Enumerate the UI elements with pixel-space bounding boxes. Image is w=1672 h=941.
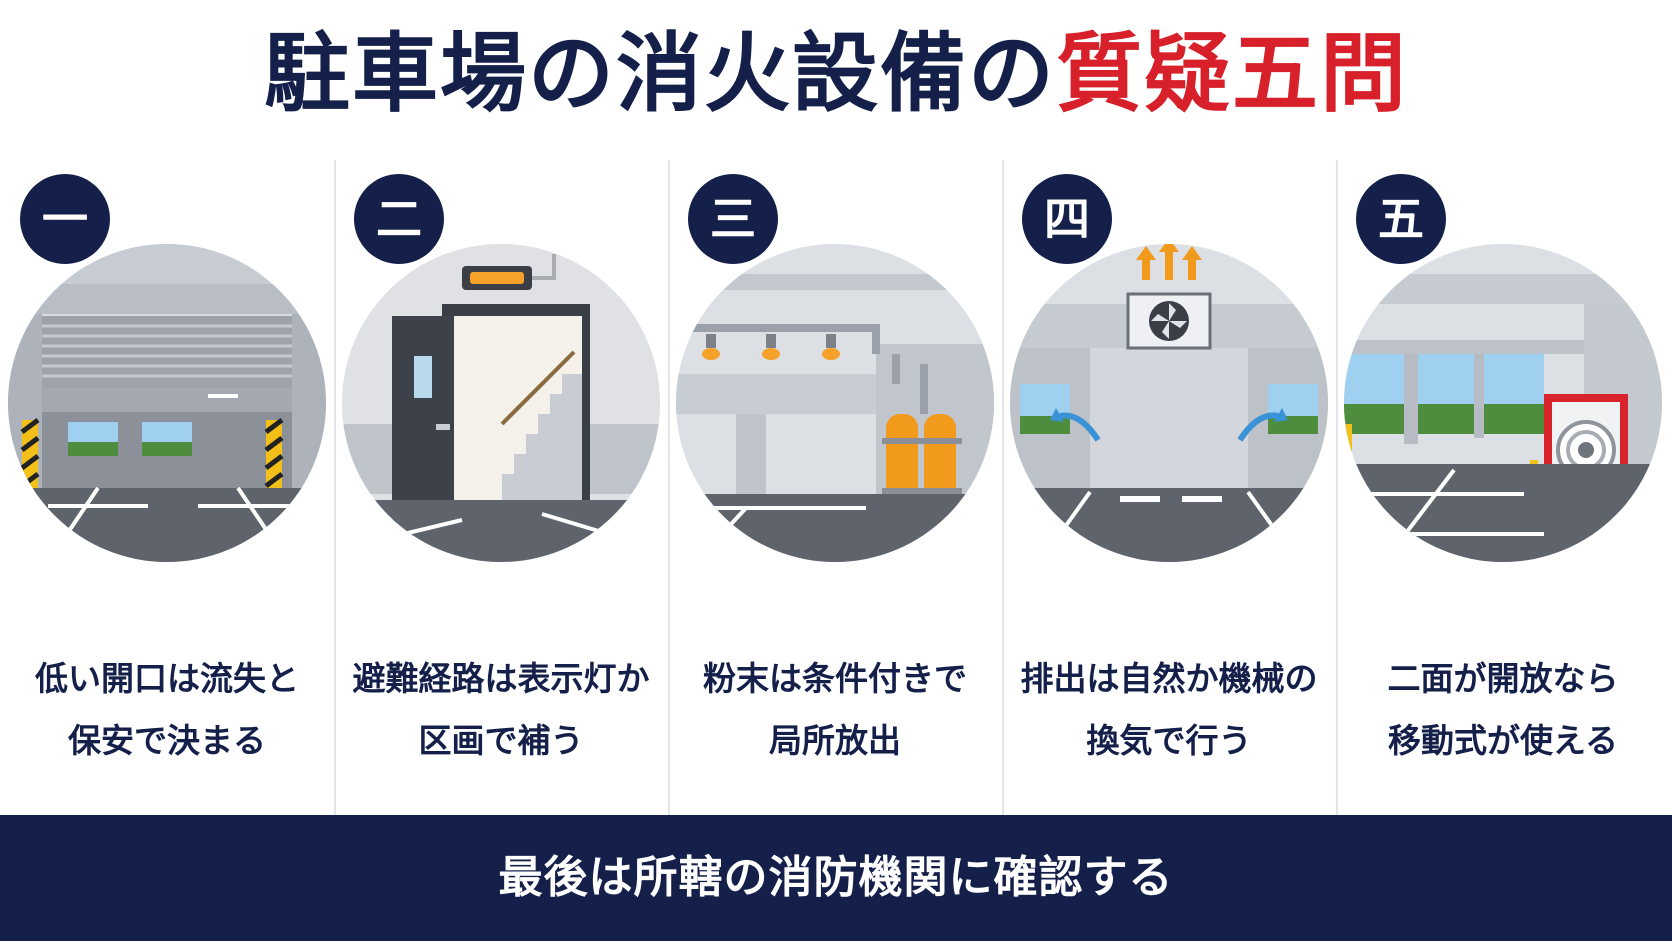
caption-line-2: 保安で決まる xyxy=(68,721,266,760)
number-badge: 五 xyxy=(1356,174,1446,264)
caption-line-1: 排出は自然か機械の xyxy=(1020,659,1318,698)
caption-line-1: 低い開口は流失と xyxy=(35,659,299,698)
title-main: 駐車場の消火設備の xyxy=(264,24,1056,124)
panel-3: 三 xyxy=(668,160,1002,815)
caption: 二面が開放なら 移動式が使える xyxy=(1340,648,1666,772)
powder-system-illustration xyxy=(676,244,994,562)
panel-2: 二 xyxy=(334,160,668,815)
caption-line-1: 粉末は条件付きで xyxy=(703,659,967,698)
number-badge: 三 xyxy=(688,174,778,264)
page-title: 駐車場の消火設備の質疑五問 xyxy=(0,14,1672,134)
caption-line-2: 移動式が使える xyxy=(1387,721,1618,760)
caption: 排出は自然か機械の 換気で行う xyxy=(1006,648,1332,772)
panel-divider xyxy=(334,160,336,815)
panel-divider xyxy=(668,160,670,815)
caption: 粉末は条件付きで 局所放出 xyxy=(672,648,998,772)
emergency-exit-illustration xyxy=(342,244,660,562)
caption-line-1: 避難経路は表示灯か xyxy=(352,659,650,698)
panel-divider xyxy=(1336,160,1338,815)
caption-line-2: 換気で行う xyxy=(1086,721,1252,760)
ventilation-illustration xyxy=(1010,244,1328,562)
footer-banner: 最後は所轄の消防機関に確認する xyxy=(0,815,1672,941)
panel-5: 五 二面が開放なら xyxy=(1336,160,1670,815)
panel-divider xyxy=(1002,160,1004,815)
title-accent: 質疑五問 xyxy=(1056,24,1408,124)
number-badge: 四 xyxy=(1022,174,1112,264)
hose-reel-illustration xyxy=(1344,244,1662,562)
garage-shutter-illustration xyxy=(8,244,326,562)
caption: 低い開口は流失と 保安で決まる xyxy=(4,648,330,772)
caption-line-2: 局所放出 xyxy=(769,721,901,760)
panel-1: 一 xyxy=(0,160,334,815)
number-badge: 一 xyxy=(20,174,110,264)
footer-text: 最後は所轄の消防機関に確認する xyxy=(498,852,1174,903)
caption: 避難経路は表示灯か 区画で補う xyxy=(338,648,664,772)
panel-4: 四 xyxy=(1002,160,1336,815)
caption-line-1: 二面が開放なら xyxy=(1387,659,1619,698)
number-badge: 二 xyxy=(354,174,444,264)
panel-row: 一 xyxy=(0,160,1672,815)
caption-line-2: 区画で補う xyxy=(418,721,584,760)
